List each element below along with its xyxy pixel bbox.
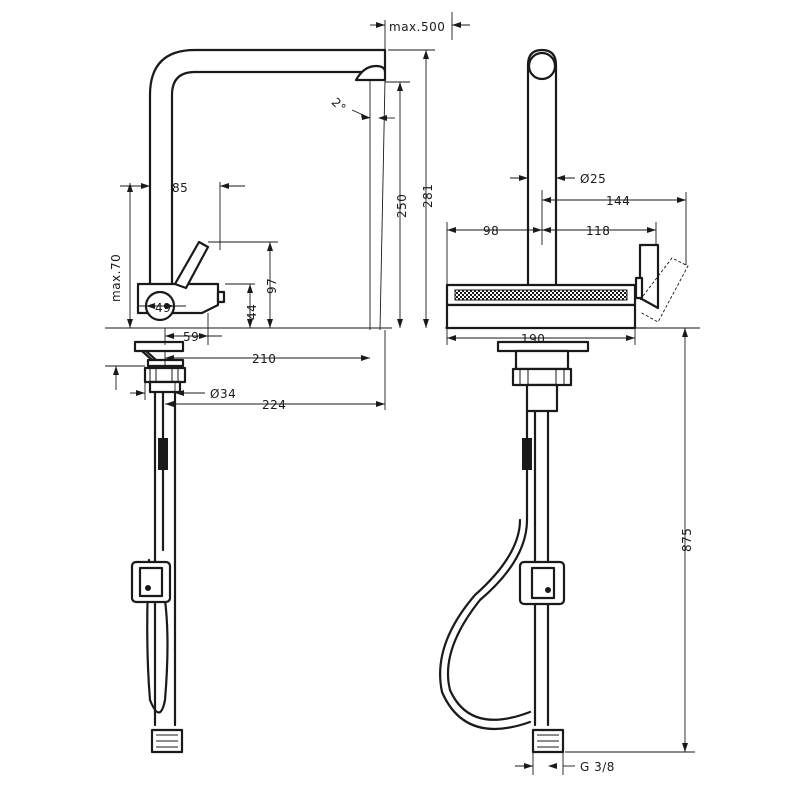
label-190: 190	[521, 332, 545, 346]
side-hose-clip	[158, 438, 168, 470]
label-dia-34: Ø34	[210, 387, 236, 401]
label-dia-25: Ø25	[580, 172, 606, 186]
label-250: 250	[395, 194, 409, 218]
front-hose-loop	[446, 518, 532, 721]
label-85: 85	[172, 181, 188, 195]
side-spray-head	[354, 64, 387, 82]
front-nut	[511, 367, 573, 387]
front-view: Ø25 144 98 118 190 875	[439, 48, 700, 775]
label-44: 44	[245, 304, 259, 320]
label-max-500: max.500	[389, 20, 445, 34]
label-49: 49	[155, 301, 171, 315]
side-escutcheon	[133, 340, 185, 353]
side-view: max.500 2° 85 250 281 max.70	[105, 12, 470, 754]
label-281: 281	[421, 184, 435, 208]
label-g-3-8: G 3/8	[580, 760, 615, 774]
front-spout-column	[526, 48, 558, 287]
label-59: 59	[183, 330, 199, 344]
side-hose-loop	[146, 558, 169, 714]
label-875: 875	[680, 528, 694, 552]
front-hose-clip	[522, 438, 532, 470]
label-210: 210	[252, 352, 276, 366]
side-spout-outline	[148, 48, 387, 286]
side-nut	[143, 366, 187, 384]
label-97: 97	[265, 278, 279, 294]
label-118: 118	[586, 224, 610, 238]
label-98: 98	[483, 224, 499, 238]
label-max-70: max.70	[109, 254, 123, 302]
label-angle-2: 2°	[329, 95, 349, 115]
label-224: 224	[262, 398, 286, 412]
label-144: 144	[606, 194, 630, 208]
side-lever	[173, 240, 210, 290]
